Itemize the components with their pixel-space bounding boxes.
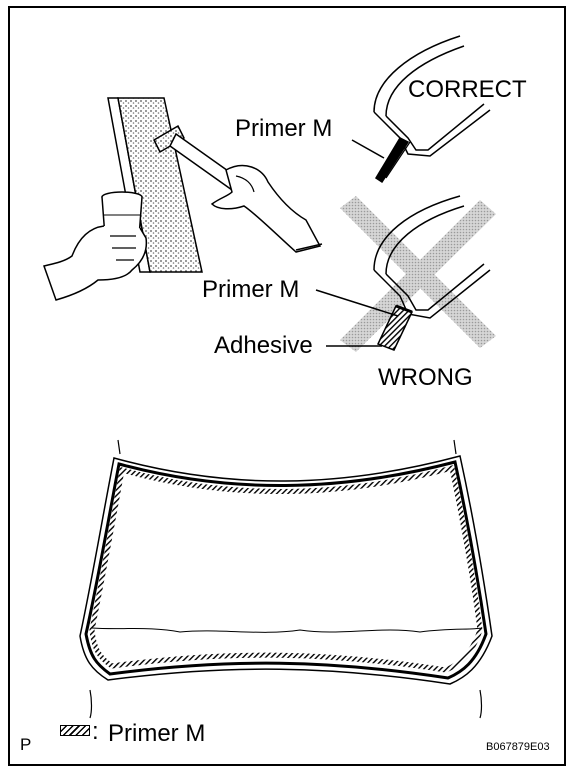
primer-hatch-swatch-icon <box>60 725 90 736</box>
p-mark: P <box>20 735 32 754</box>
legend-colon: : <box>92 718 99 745</box>
figure-code: B067879E03 <box>486 741 550 753</box>
hand-with-cup-icon <box>43 191 148 301</box>
wrong-label: WRONG <box>378 364 473 391</box>
windshield-icon <box>79 439 493 719</box>
primer-m-label-mid: Primer M <box>202 276 300 303</box>
correct-label: CORRECT <box>408 76 527 103</box>
wrong-detail-icon <box>315 195 491 351</box>
hand-with-brush-icon <box>153 124 323 253</box>
legend-label: Primer M <box>108 720 206 747</box>
cross-mark-icon <box>340 196 496 352</box>
correct-detail-icon <box>351 35 491 184</box>
adhesive-label: Adhesive <box>214 332 313 359</box>
primer-m-label-top: Primer M <box>235 115 333 142</box>
